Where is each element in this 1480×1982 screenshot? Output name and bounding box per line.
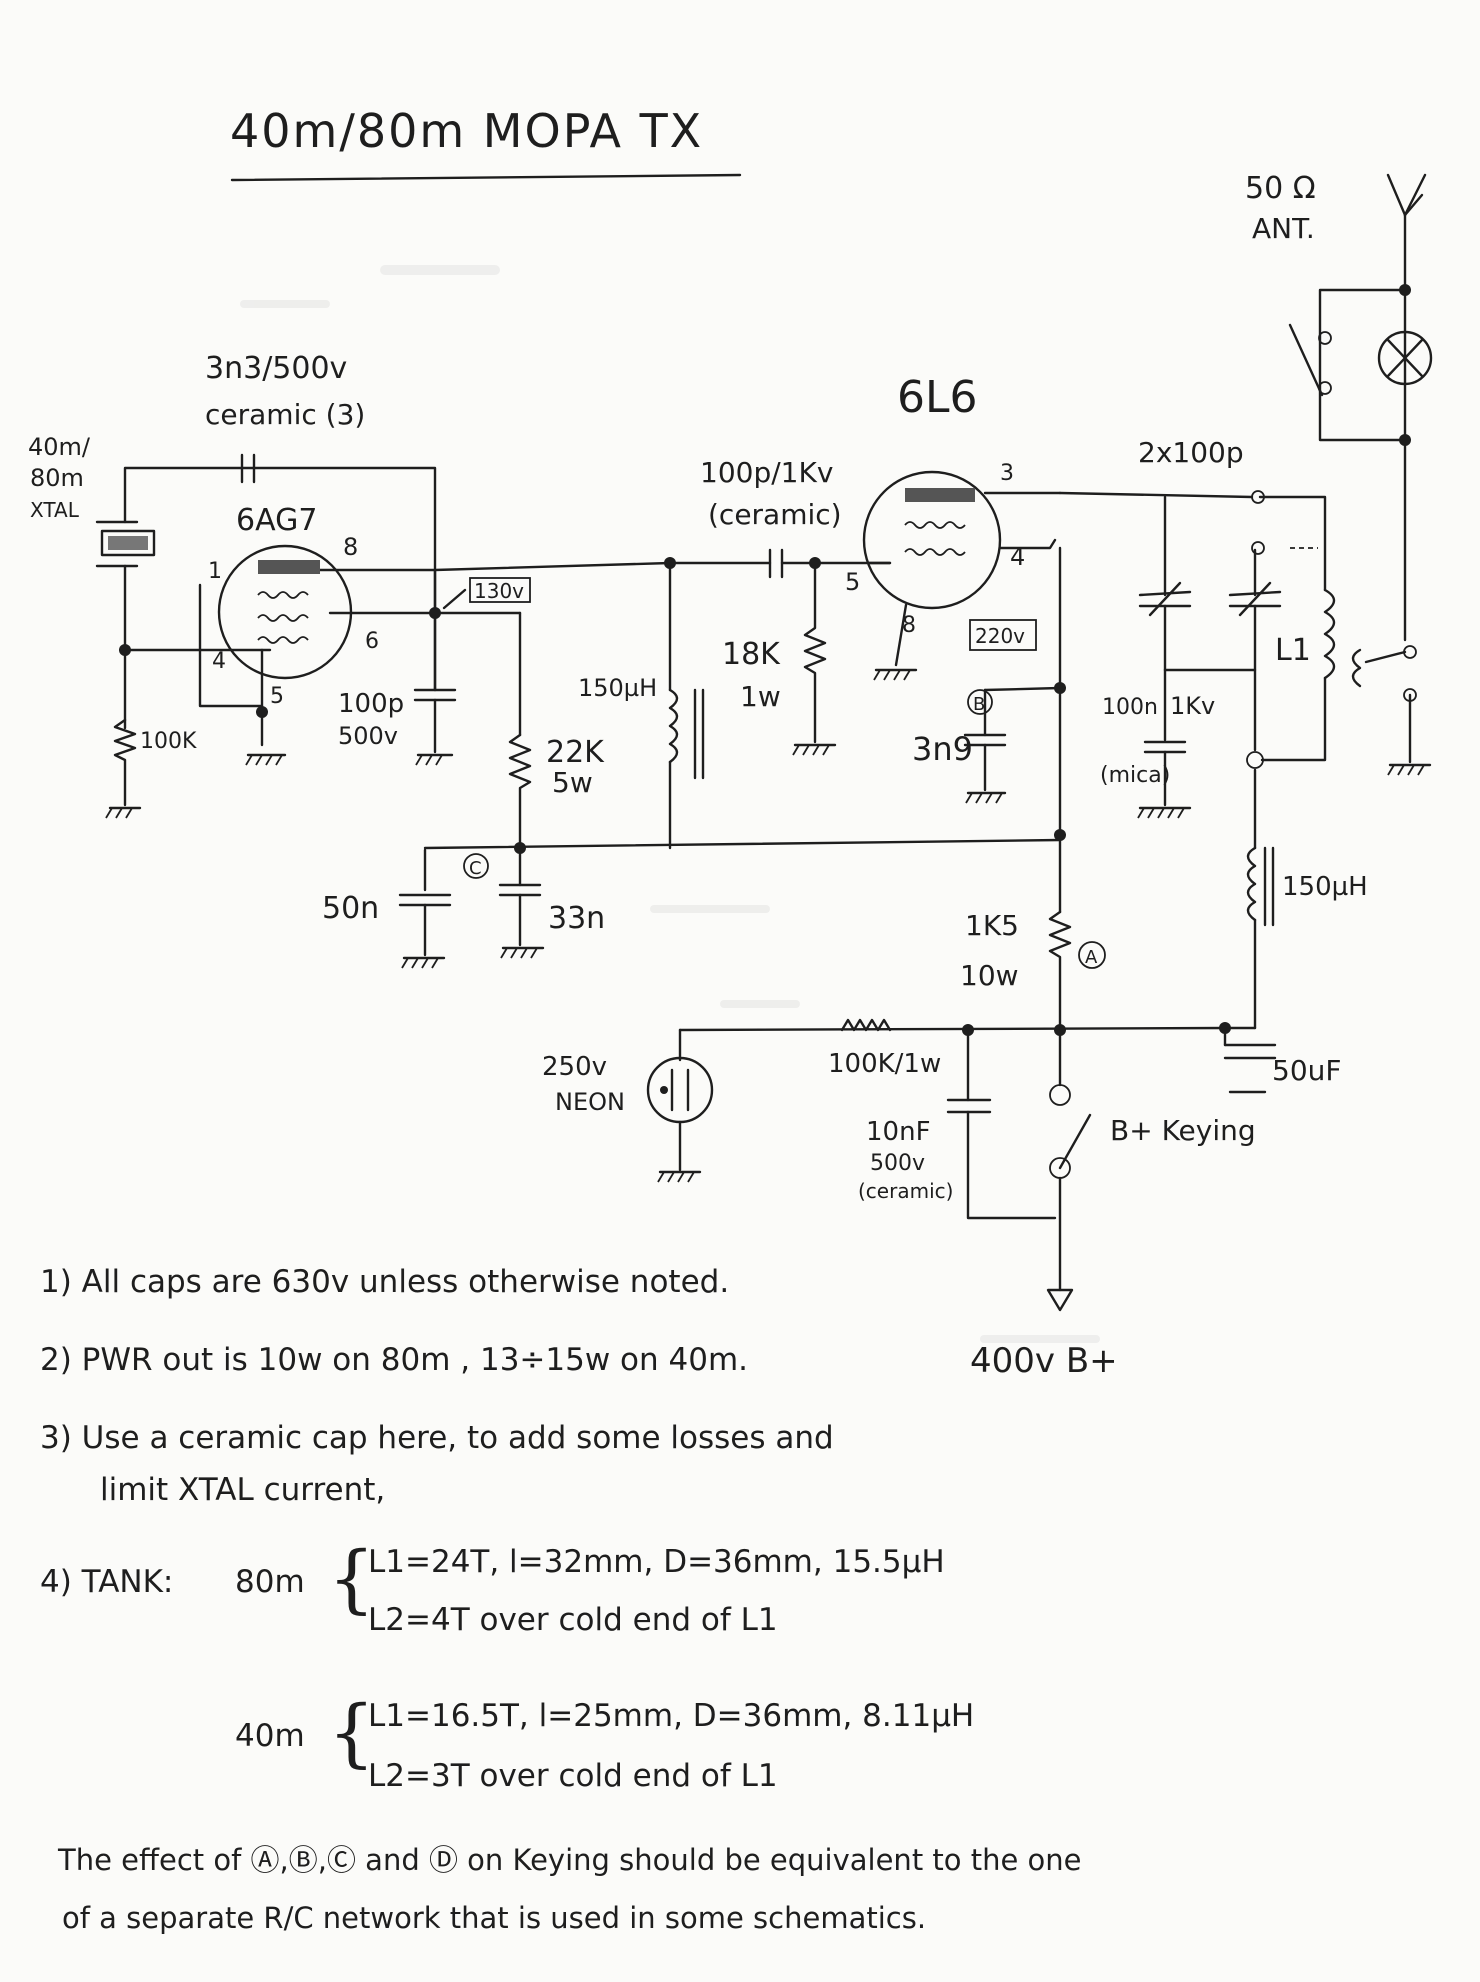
cap-100n-type: (mica) [1100,763,1170,788]
grid-choke-150uh [668,561,705,850]
antenna-label: ANT. [1252,212,1315,245]
cap-3n3-value: 3n3/500v [205,351,347,386]
pin-5: 5 [270,684,284,709]
cap-2x100p-label: 2x100p [1138,436,1244,469]
resistor-18k-value: 18K [722,637,781,672]
tube-6l6-name: 6L6 [897,372,978,423]
brace-40m: { [328,1690,376,1776]
note-5-line-2: of a separate R/C network that is used i… [62,1901,927,1935]
supply-400v-label: 400v B+ [970,1341,1118,1381]
crystal-symbol [95,520,156,568]
pin-4: 4 [212,649,226,674]
cap-100n-value: 100n [1102,695,1158,720]
cap-50n-value: 50n [322,891,379,926]
cap-10nf-type: (ceramic) [858,1179,953,1203]
pi-tank-network [1058,490,1282,1094]
cap-10nf-voltage: 500v [870,1151,925,1176]
tank-coil-l1 [1258,495,1362,762]
resistor-1k5-power: 10w [960,959,1019,992]
note-3-line-1: 3) Use a ceramic cap here, to add some l… [40,1420,834,1456]
cap-100p-value: 100p [338,689,404,719]
pa-pin-3: 3 [1000,461,1014,486]
tube-6ag7-name: 6AG7 [236,503,317,538]
diagram-title: 40m/80m MOPA TX [230,104,703,158]
title-underline [230,173,742,182]
antenna-switch [1288,173,1433,776]
cap-100p-500v-symbol [413,611,457,766]
mark-a: A [1085,947,1098,968]
resistor-100k-value: 100K [140,729,197,754]
pin-1: 1 [208,559,222,584]
voltage-220v: 220v [975,624,1025,648]
note-4-80m-l1: L1=24T, l=32mm, D=36mm, 15.5µH [368,1544,945,1580]
pa-pin-5: 5 [845,568,860,596]
note-3-line-2: limit XTAL current, [100,1472,386,1508]
screen-decoupling-network [398,838,1062,969]
note-1: 1) All caps are 630v unless otherwise no… [40,1264,730,1300]
coil-l1-label: L1 [1275,633,1311,668]
resistor-22k-value: 22K [546,735,605,770]
resistor-1k5-value: 1K5 [965,909,1019,942]
pa-pin-8: 8 [902,613,916,638]
cap-10nf-value: 10nF [866,1117,931,1147]
cap-100n-voltage: 1Kv [1170,692,1215,720]
pin-6: 6 [365,629,379,654]
resistor-100k-1w-value: 100K/1w [828,1049,941,1079]
brace-80m: { [328,1536,376,1622]
resistor-18k-power: 1w [740,680,781,713]
resistor-22k [508,733,532,850]
mark-c: C [469,858,482,879]
xtal-label-3: XTAL [30,498,80,522]
pin-8: 8 [343,533,358,561]
choke-150uh-label-2: 150µH [1282,872,1368,902]
cap-3n3-type: ceramic (3) [205,398,365,431]
antenna-impedance: 50 Ω [1245,171,1316,206]
cap-33n-value: 33n [548,901,605,936]
tube-6l6 [862,470,1062,681]
cap-100p-voltage: 500v [338,722,398,750]
note-2: 2) PWR out is 10w on 80m , 13÷15w on 40m… [40,1342,749,1378]
note-4-40m-l1: L1=16.5T, l=25mm, D=36mm, 8.11µH [368,1698,975,1734]
neon-label: NEON [555,1088,625,1116]
xtal-label-2: 80m [30,464,84,492]
mark-b: B [973,694,985,715]
cap-100p-1kv-type: (ceramic) [708,498,842,531]
note-4-40m-l2: L2=3T over cold end of L1 [368,1758,778,1794]
note-4-80m-band: 80m [235,1564,305,1600]
resistor-100k [105,718,142,819]
xtal-label-1: 40m/ [28,433,91,461]
resistor-18k [792,561,837,756]
osc-wires [123,466,522,747]
cap-50uf-value: 50uF [1272,1054,1341,1087]
voltage-130v: 130v [474,579,524,603]
pa-pin-4: 4 [1010,543,1025,571]
note-4-40m-band: 40m [235,1718,305,1754]
choke-150uh-label-1: 150µH [578,674,657,702]
b-plus-keying-label: B+ Keying [1110,1114,1256,1147]
keying-bus [678,1026,1227,1312]
bleed-through-ghosts [240,265,1100,1343]
note-4-80m-l2: L2=4T over cold end of L1 [368,1602,778,1638]
tube-6ag7 [217,544,353,680]
cathode-ground-symbol [245,753,287,766]
screen-supply-wiring [963,546,1072,1032]
cap-3n3-symbol [240,453,256,484]
note-4-heading: 4) TANK: [40,1564,174,1600]
note-5-line-1: The effect of Ⓐ,Ⓑ,Ⓒ and Ⓓ on Keying shou… [58,1843,1082,1877]
cap-3n9-value: 3n9 [912,730,973,768]
neon-indicator [646,1028,714,1183]
neon-voltage: 250v [542,1052,607,1082]
resistor-22k-power: 5w [552,766,593,799]
cap-100p-1kv-value: 100p/1Kv [700,456,833,489]
